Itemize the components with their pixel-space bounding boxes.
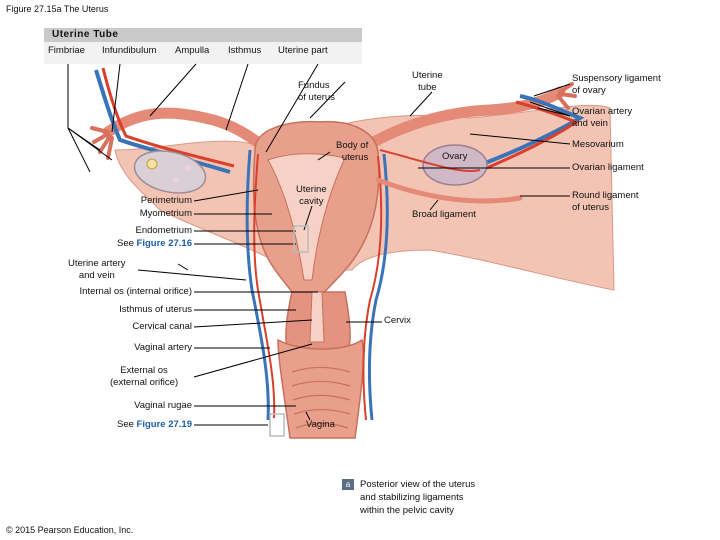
- tube-part-uterine-part: Uterine part: [278, 45, 328, 56]
- label-uterine-cavity: Uterine cavity: [296, 184, 327, 207]
- figure-caption: Posterior view of the uterus and stabili…: [360, 479, 476, 516]
- left-ovarian-artery: [101, 67, 235, 168]
- label-ovary: Ovary: [442, 151, 468, 162]
- tube-part-fimbriae: Fimbriae: [48, 45, 85, 56]
- label-ovarian-ligament: Ovarian ligament: [572, 162, 644, 173]
- vagina: [277, 338, 365, 439]
- label-vaginal-rugae: Vaginal rugae: [134, 400, 192, 411]
- right-uterine-artery: [362, 155, 383, 421]
- label-external-os: External os (external orifice): [110, 365, 179, 388]
- figure-reference-27-19[interactable]: Figure 27.19: [136, 419, 192, 430]
- label-uterine-artery-vein: Uterine artery and vein: [68, 258, 126, 281]
- label-cervical-canal: Cervical canal: [132, 321, 192, 332]
- see-prefix: See: [117, 238, 134, 249]
- cervical-canal: [309, 291, 325, 343]
- tube-part-infundibulum: Infundibulum: [102, 45, 157, 56]
- label-fundus: Fundus of uterus: [298, 80, 335, 103]
- caption-badge: a: [342, 479, 354, 490]
- label-mesovarium: Mesovarium: [572, 139, 624, 150]
- see-prefix: See: [117, 419, 134, 430]
- label-body-of-uterus: Body of uterus: [336, 140, 369, 163]
- see-figure-27-19: See Figure 27.19: [117, 419, 192, 431]
- right-ovarian-vein: [479, 94, 585, 167]
- label-cervix: Cervix: [384, 315, 411, 326]
- vaginal-detail-box: [269, 413, 285, 437]
- label-vaginal-artery: Vaginal artery: [134, 342, 192, 353]
- label-broad-ligament: Broad ligament: [412, 209, 476, 220]
- copyright: © 2015 Pearson Education, Inc.: [6, 525, 134, 535]
- right-uterine-vein: [367, 153, 389, 421]
- label-endometrium: Endometrium: [135, 225, 193, 236]
- label-suspensory-ligament: Suspensory ligament of ovary: [572, 73, 661, 96]
- tube-part-isthmus: Isthmus: [228, 45, 262, 56]
- label-isthmus-of-uterus: Isthmus of uterus: [119, 304, 192, 315]
- tube-part-ampulla: Ampulla: [175, 45, 210, 56]
- right-uterine-tube: [354, 86, 566, 156]
- vaginal-rugae: [291, 366, 351, 429]
- left-uterine-artery: [253, 153, 276, 419]
- left-uterine-vein: [245, 149, 270, 421]
- label-vagina: Vagina: [306, 419, 335, 430]
- label-perimetrium: Perimetrium: [140, 195, 192, 206]
- figure-title: Figure 27.15a The Uterus: [6, 4, 109, 14]
- label-round-ligament: Round ligament of uterus: [572, 190, 639, 213]
- figure-reference-27-16[interactable]: Figure 27.16: [136, 238, 192, 249]
- right-ovary: [422, 144, 488, 186]
- uterine-tube-box: Uterine Tube Fimbriae Infundibulum Ampul…: [44, 28, 362, 64]
- label-myometrium: Myometrium: [139, 208, 192, 219]
- endometrium-detail-box: [293, 225, 309, 253]
- fimbriae: [90, 82, 577, 160]
- uterine-tube-header: Uterine Tube: [44, 28, 362, 42]
- round-ligament: [375, 177, 523, 204]
- label-internal-os: Internal os (internal orifice): [79, 286, 192, 297]
- leader-lines: [67, 63, 571, 426]
- label-uterine-tube: Uterine tube: [412, 70, 443, 93]
- left-uterine-tube: [102, 107, 274, 156]
- uterine-tube-header-text: Uterine Tube: [52, 29, 119, 40]
- label-ovarian-artery-vein: Ovarian artery and vein: [572, 106, 633, 129]
- uterine-cavity: [267, 153, 346, 281]
- right-tube-vessel: [379, 149, 481, 172]
- see-figure-27-16: See Figure 27.16: [117, 238, 192, 250]
